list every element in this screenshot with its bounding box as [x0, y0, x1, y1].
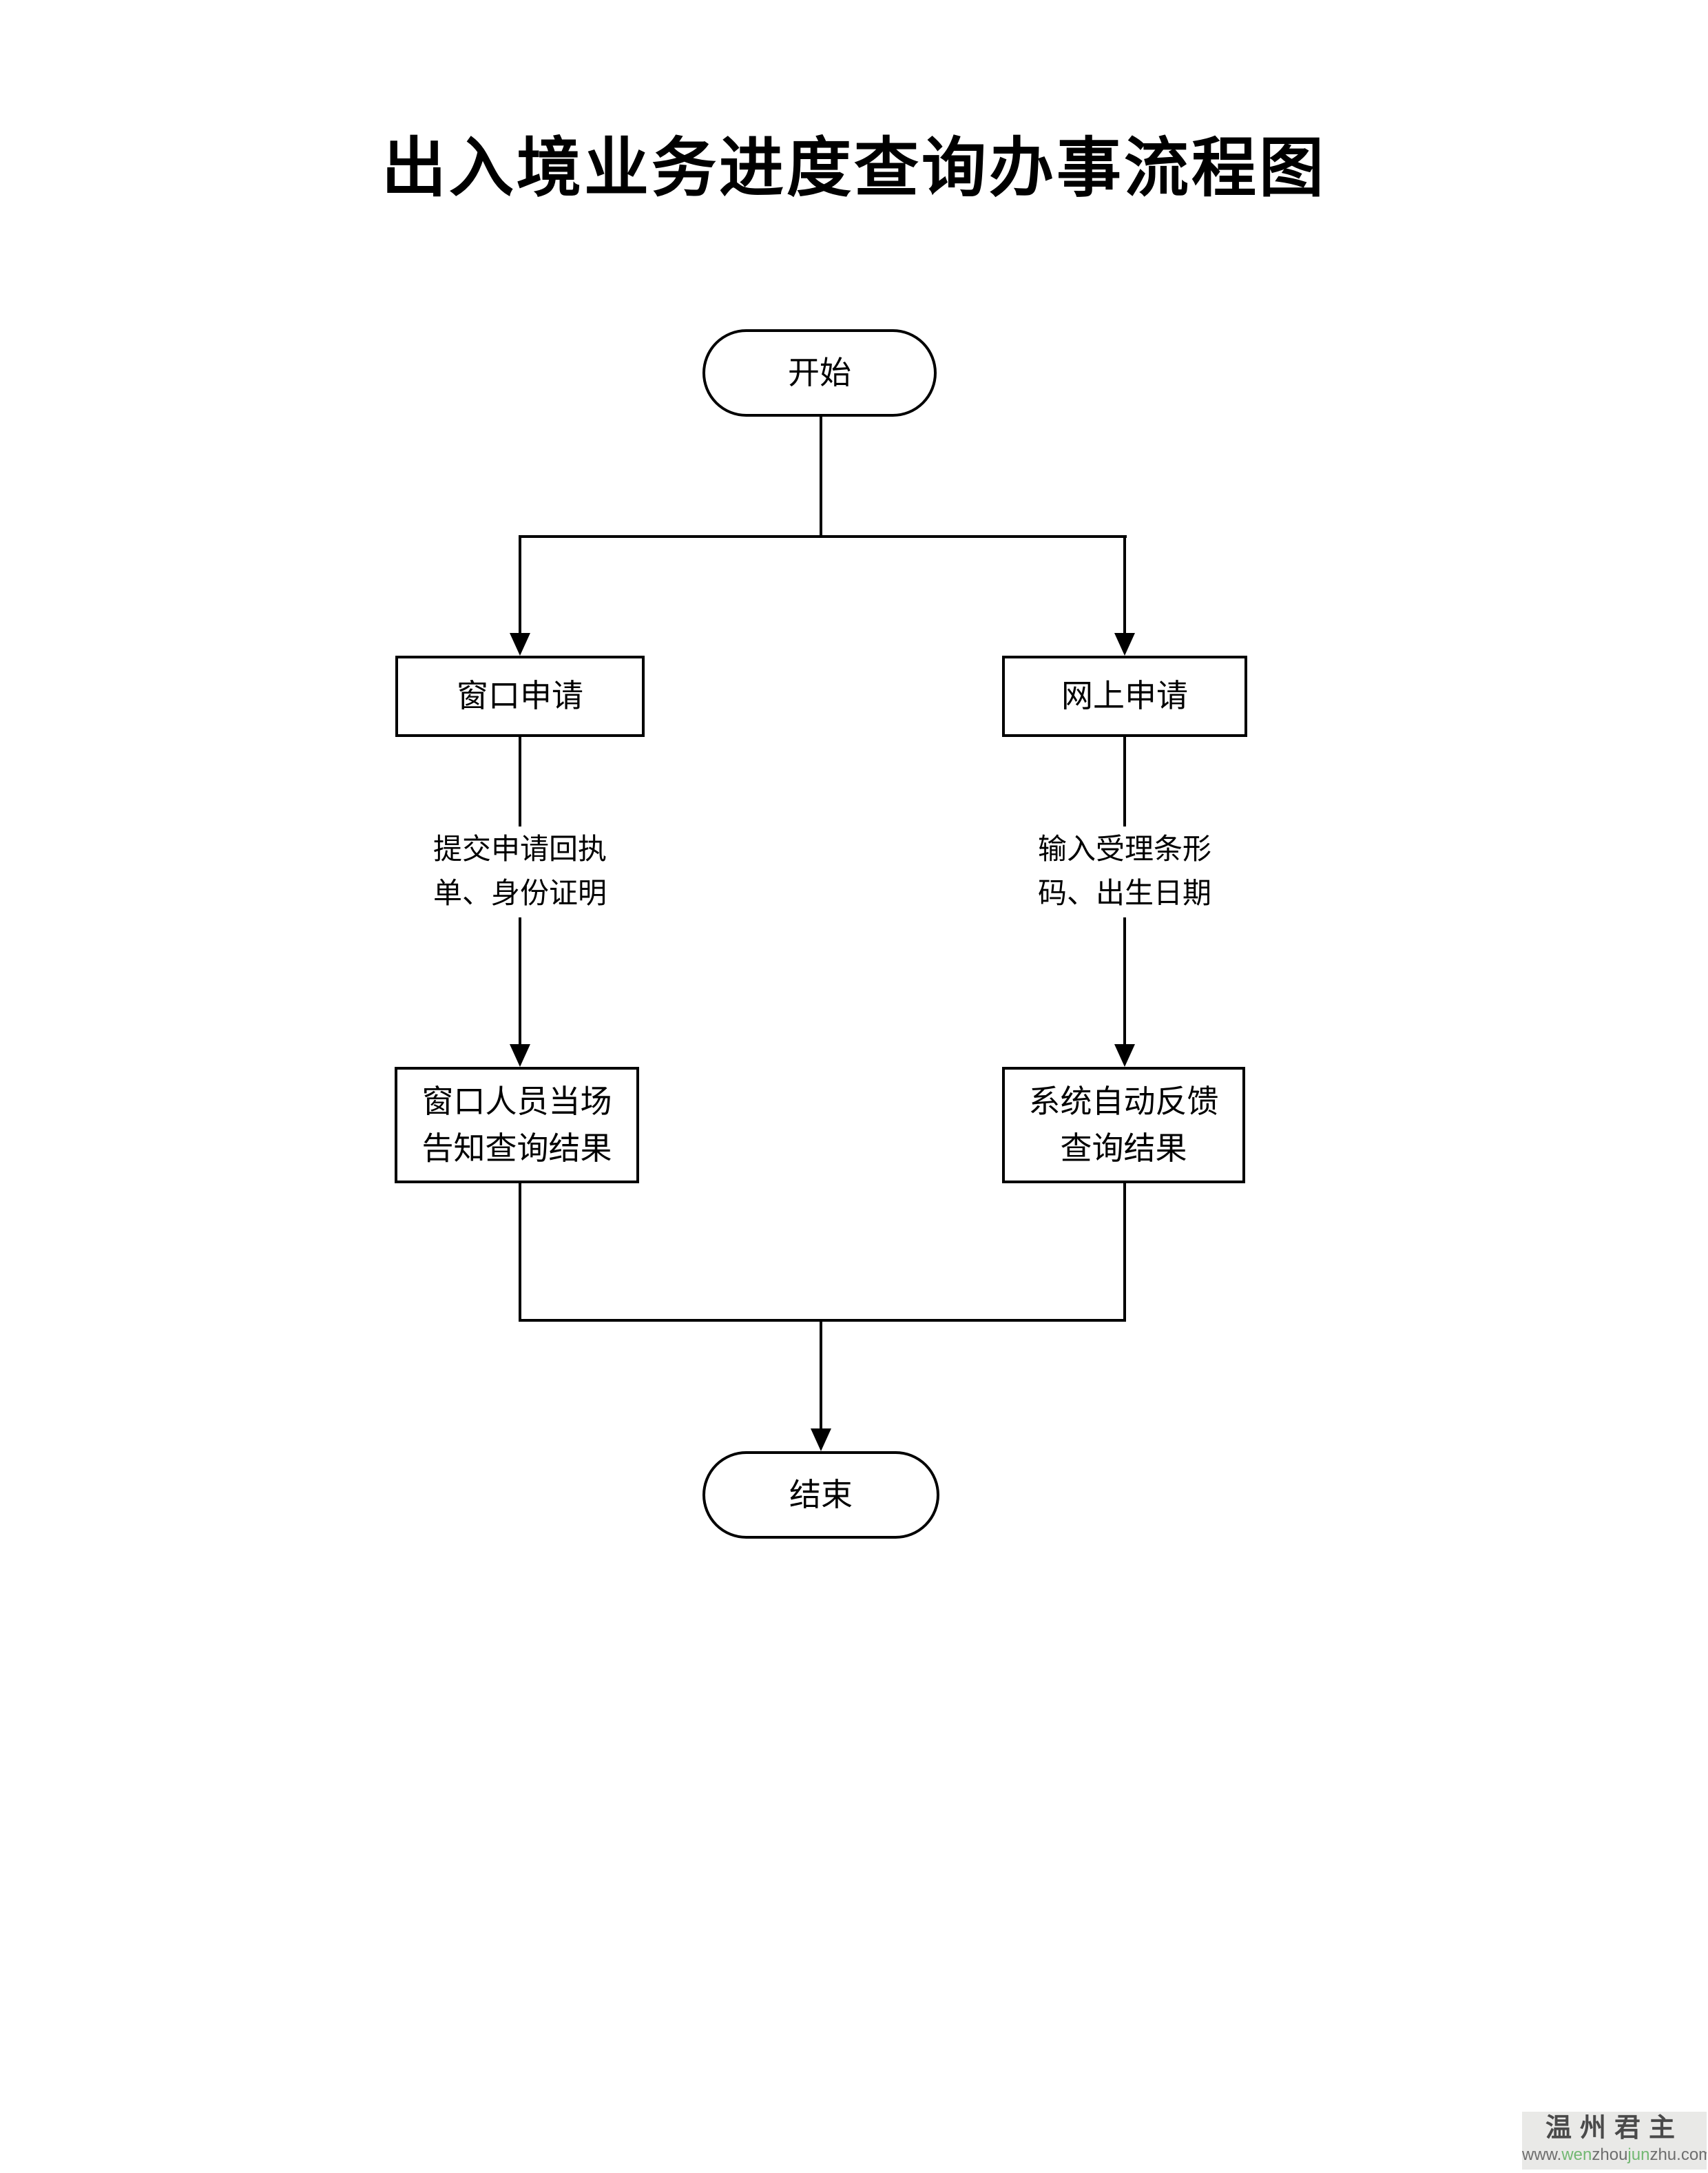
- window-result-line2: 告知查询结果: [421, 1130, 612, 1166]
- online-apply-label: 网上申请: [1061, 678, 1188, 714]
- connector-merge-to-end: [820, 1319, 822, 1429]
- online-apply-box: 网上申请: [1002, 656, 1247, 737]
- connector-start-to-split: [820, 415, 822, 538]
- watermark-url-seg2: wen: [1561, 2145, 1592, 2164]
- window-result-line1: 窗口人员当场: [421, 1083, 612, 1119]
- window-result-box: 窗口人员当场 告知查询结果: [395, 1067, 639, 1183]
- window-edge-label: 提交申请回执 单、身份证明: [406, 826, 634, 917]
- merge-line: [519, 1319, 1126, 1322]
- arrowhead-online-apply: [1114, 633, 1135, 656]
- branch-split-line: [519, 535, 1127, 538]
- end-node: 结束: [702, 1451, 939, 1539]
- online-result-line2: 查询结果: [1060, 1130, 1187, 1166]
- watermark-url-seg1: www.: [1522, 2145, 1562, 2164]
- online-result-box: 系统自动反馈 查询结果: [1002, 1067, 1245, 1183]
- watermark-url-seg5: zhu.com: [1649, 2145, 1707, 2164]
- start-node: 开始: [702, 329, 937, 417]
- window-apply-box: 窗口申请: [395, 656, 645, 737]
- connector-window-result-to-merge: [519, 1183, 521, 1322]
- window-edge-label-line1: 提交申请回执: [433, 834, 607, 866]
- connector-split-to-window-apply: [519, 535, 521, 636]
- window-edge-label-line2: 单、身份证明: [433, 878, 607, 910]
- arrowhead-window-apply: [510, 633, 530, 656]
- watermark-url-seg4: jun: [1627, 2145, 1650, 2164]
- watermark-brand: 温州君主: [1545, 2114, 1683, 2143]
- online-edge-label: 输入受理条形 码、出生日期: [1011, 826, 1238, 917]
- arrowhead-end: [811, 1428, 831, 1451]
- watermark-url-seg3: zhou: [1592, 2145, 1628, 2164]
- online-result-line1: 系统自动反馈: [1028, 1083, 1219, 1119]
- connector-split-to-online-apply: [1123, 535, 1126, 636]
- window-apply-label: 窗口申请: [457, 678, 583, 714]
- online-edge-label-line1: 输入受理条形: [1037, 834, 1211, 866]
- watermark-url: www.wenzhoujunzhu.com: [1522, 2145, 1707, 2165]
- start-node-label: 开始: [788, 355, 851, 391]
- arrowhead-window-result: [510, 1044, 530, 1067]
- watermark: 温州君主 www.wenzhoujunzhu.com: [1522, 2112, 1707, 2170]
- arrowhead-online-result: [1114, 1044, 1135, 1067]
- online-edge-label-line2: 码、出生日期: [1037, 878, 1211, 910]
- connector-online-result-to-merge: [1123, 1183, 1126, 1322]
- end-node-label: 结束: [789, 1477, 853, 1512]
- page-title: 出入境业务进度查询办事流程图: [381, 133, 1326, 205]
